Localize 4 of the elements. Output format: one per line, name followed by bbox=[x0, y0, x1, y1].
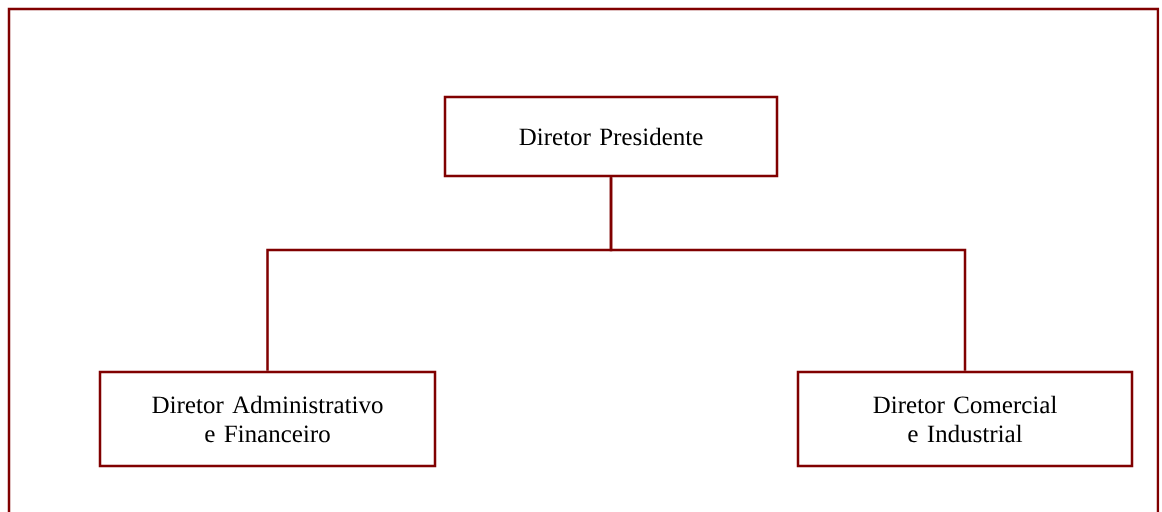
org-box: Diretor Comercial e Industrial bbox=[796, 370, 1134, 468]
org-box: Diretor Presidente bbox=[443, 95, 779, 178]
connector-line bbox=[609, 177, 967, 371]
org-box: Diretor Administrativo e Financeiro bbox=[98, 370, 437, 468]
